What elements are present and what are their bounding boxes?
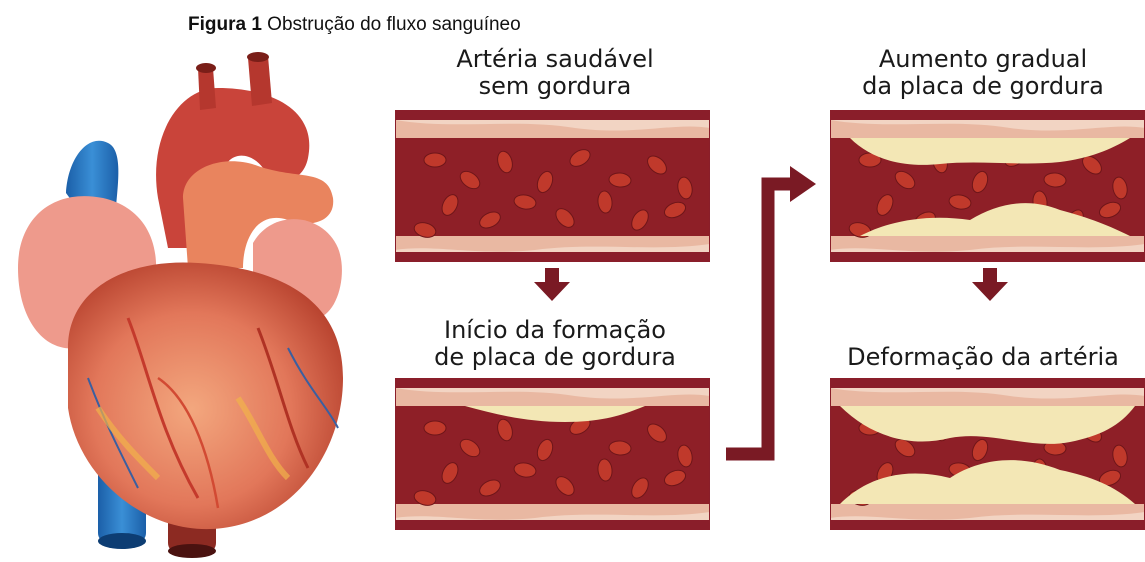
stage-3-title-line1: Aumento gradual [818, 46, 1145, 73]
stage-2-title-line2: de placa de gordura [390, 344, 720, 371]
red-blood-cell [424, 153, 446, 167]
vessel-wall-bottom [830, 520, 1145, 530]
arrow-down-2 [970, 268, 1010, 302]
stage-4-title: Deformação da artéria [818, 344, 1145, 371]
heart-illustration [8, 48, 348, 558]
stage-1-title-line1: Artéria saudável [390, 46, 720, 73]
red-blood-cell [424, 421, 446, 435]
artery-early-plaque [395, 378, 710, 530]
vessel-wall-bottom [395, 520, 710, 530]
arrow-connector [720, 162, 820, 464]
vessel-wall-bottom [395, 252, 710, 262]
vessel-wall-top [830, 110, 1145, 120]
figure-number: Figura 1 [188, 14, 262, 35]
artery-deformed [830, 378, 1145, 530]
stage-2-title-line1: Início da formação [390, 317, 720, 344]
vessel-wall-top [395, 378, 710, 388]
vessel-wall-top [395, 110, 710, 120]
stage-3-title: Aumento gradual da placa de gordura [818, 46, 1145, 100]
artery-healthy [395, 110, 710, 262]
figure-caption: Figura 1 Obstrução do fluxo sanguíneo [188, 14, 521, 36]
stage-1-title-line2: sem gordura [390, 73, 720, 100]
vessel-wall-top [830, 378, 1145, 388]
figure-title: Obstrução do fluxo sanguíneo [262, 14, 521, 35]
stage-3-title-line2: da placa de gordura [818, 73, 1145, 100]
artery-growing-plaque [830, 110, 1145, 262]
stage-4-title-line1: Deformação da artéria [818, 344, 1145, 371]
stage-1-title: Artéria saudável sem gordura [390, 46, 720, 100]
blood-channel [395, 138, 710, 236]
arrow-down-1 [532, 268, 572, 302]
vessel-wall-bottom [830, 252, 1145, 262]
stage-2-title: Início da formação de placa de gordura [390, 317, 720, 371]
